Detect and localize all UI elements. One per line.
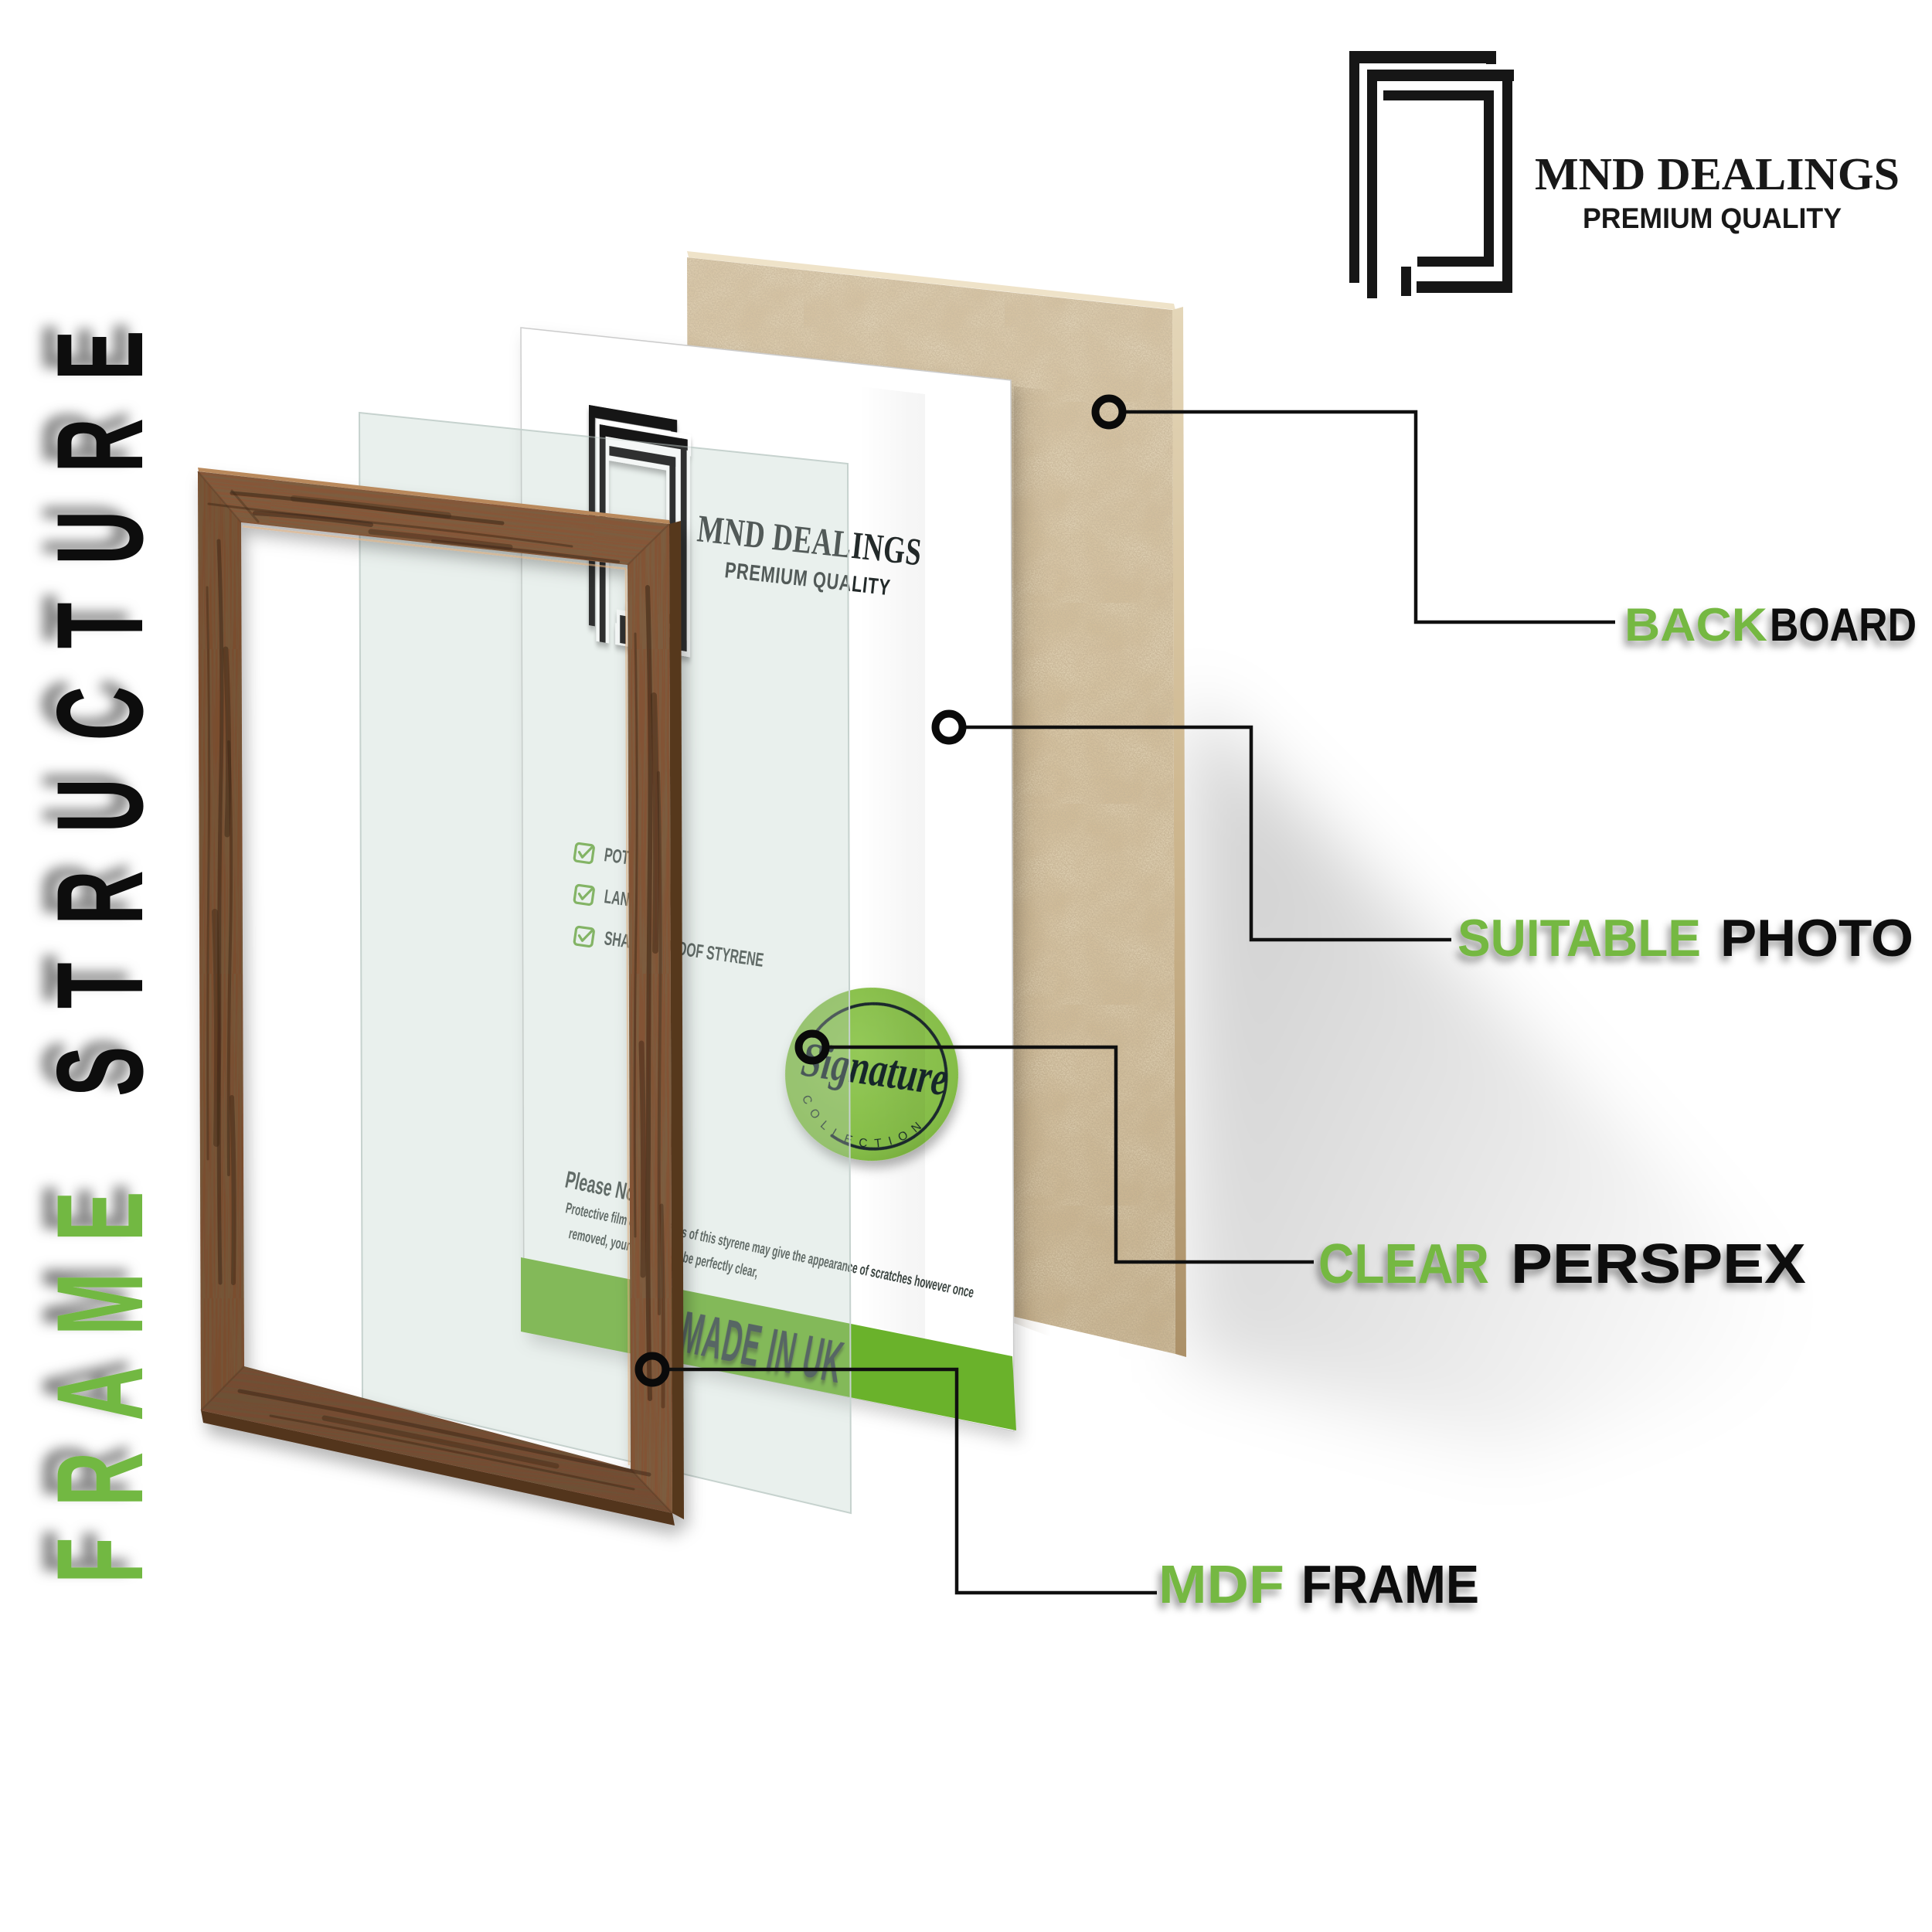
svg-text:SUITABLE: SUITABLE xyxy=(1458,909,1701,968)
svg-text:FRAME: FRAME xyxy=(32,1160,168,1583)
svg-text:BACK: BACK xyxy=(1624,599,1767,651)
svg-text:PHOTO: PHOTO xyxy=(1720,909,1913,968)
svg-text:PREMIUM QUALITY: PREMIUM QUALITY xyxy=(1583,202,1842,234)
svg-text:PERSPEX: PERSPEX xyxy=(1511,1233,1806,1295)
svg-text:CLEAR: CLEAR xyxy=(1318,1233,1489,1295)
svg-text:BOARD: BOARD xyxy=(1770,599,1917,651)
svg-text:MDF: MDF xyxy=(1158,1554,1284,1614)
svg-text:STRUCTURE: STRUCTURE xyxy=(32,293,168,1097)
svg-text:MND DEALINGS: MND DEALINGS xyxy=(1535,148,1900,199)
svg-text:FRAME: FRAME xyxy=(1301,1554,1479,1614)
